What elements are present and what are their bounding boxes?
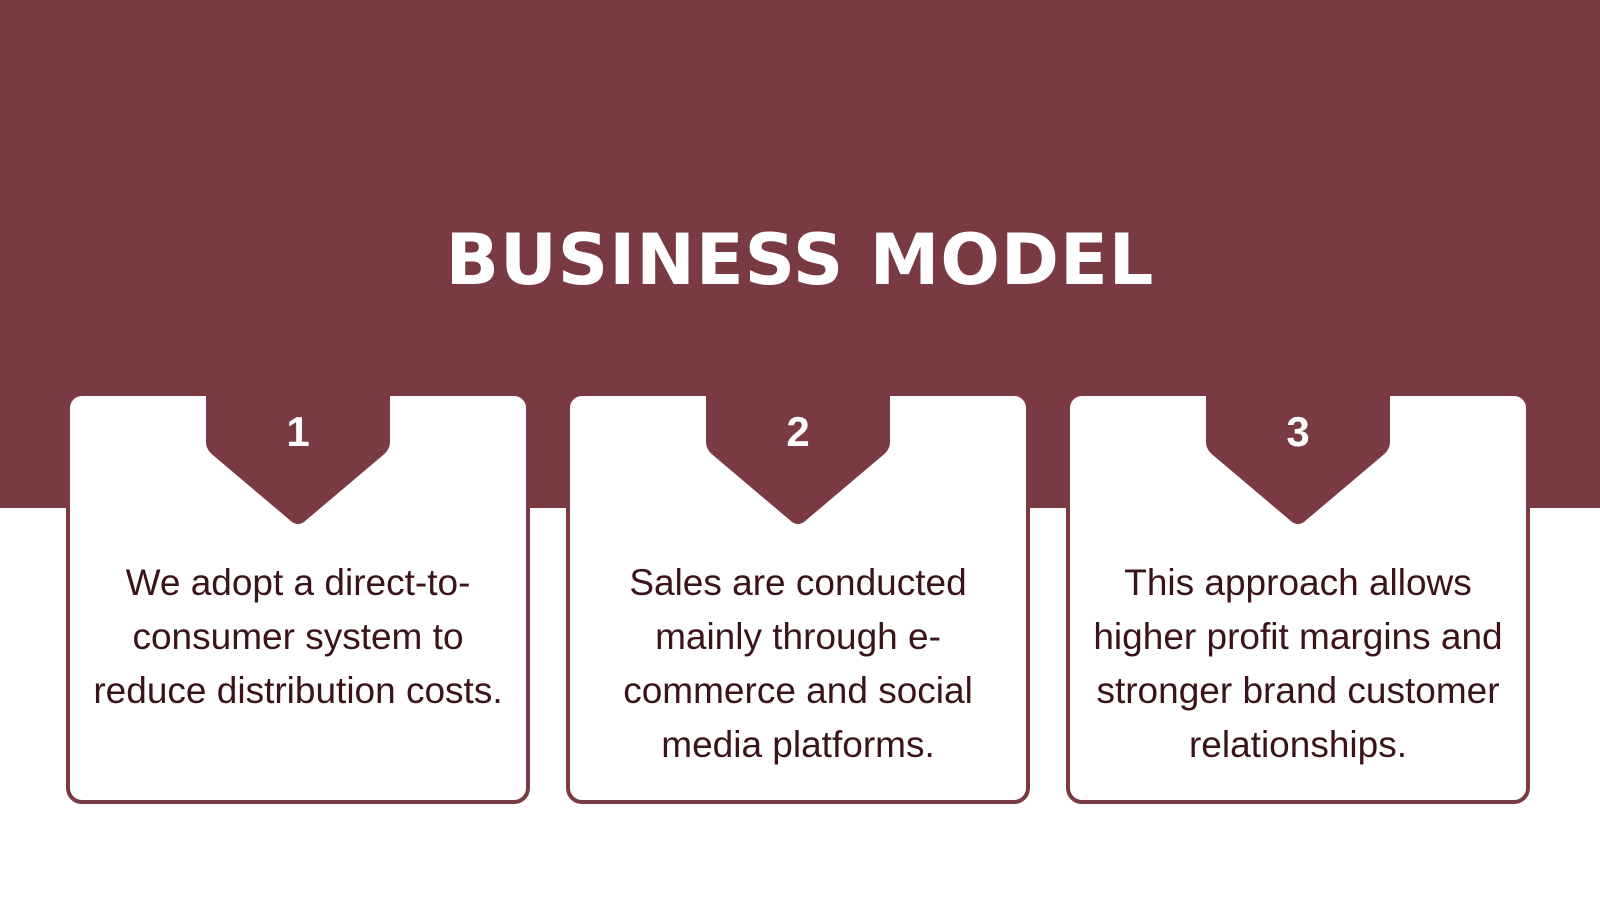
card-1: 1 We adopt a direct-to-consumer system t… [66,390,530,804]
card-description: We adopt a direct-to-consumer system to … [93,562,503,711]
badge-shape-icon [206,390,390,524]
card-2: 2 Sales are conducted mainly through e-c… [566,390,1030,804]
badge-number: 1 [286,408,310,455]
card-3: 3 This approach allows higher profit mar… [1066,390,1530,804]
slide-title: BUSINESS MODEL [445,218,1155,301]
badge-shape-icon [1206,390,1390,524]
badge-shape-icon [706,390,890,524]
number-badge: 3 [1206,390,1390,530]
number-badge: 1 [206,390,390,530]
badge-number: 2 [786,408,810,455]
number-badge: 2 [706,390,890,530]
card-description: Sales are conducted mainly through e-com… [623,562,973,765]
card-description: This approach allows higher profit margi… [1093,562,1503,765]
badge-number: 3 [1286,408,1310,455]
